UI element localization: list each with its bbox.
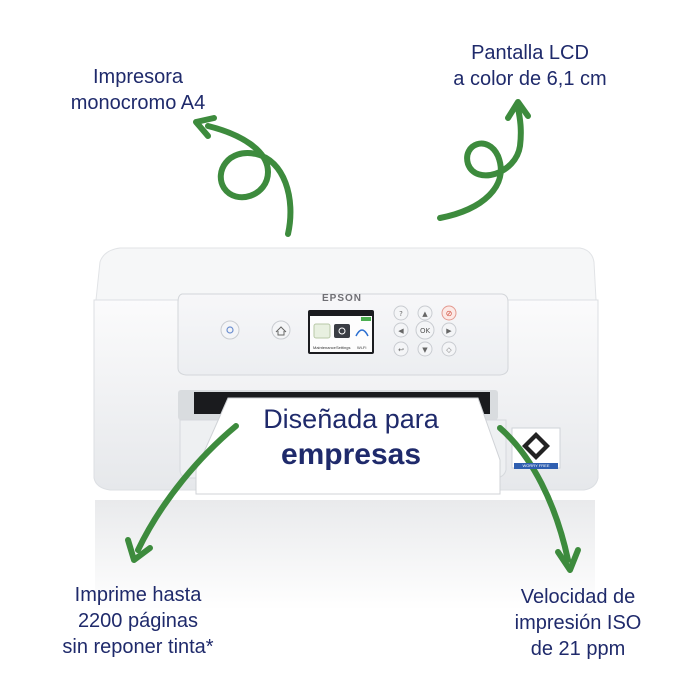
caption-line: 2200 páginas [77,610,199,632]
floor-reflection [95,500,595,610]
power-button[interactable] [220,320,240,340]
navigation-buttons [393,305,457,357]
home-button[interactable] [271,320,291,340]
paper-headline-line1: Diseñada para [263,404,439,434]
help-icon: ? [399,310,403,318]
settings-icon [334,324,350,338]
maintenance-icon [313,323,331,339]
arrow-to-lcd [437,105,524,221]
paper-sheet [195,397,501,495]
caption-line: Pantalla LCD [471,42,589,64]
lcd-label-maintenance: Maintenance [313,345,336,350]
arrow-head-top-right [505,99,531,121]
caption-page-yield: Imprime hasta 2200 páginas sin reponer t… [18,582,258,660]
paper-headline: Diseñada para empresas [196,402,506,474]
arrow-head-top-left [193,115,217,139]
caption-lcd: Pantalla LCD a color de 6,1 cm [420,40,640,92]
brand-logo-text: EPSON [321,293,362,304]
up-arrow-icon: ▲ [422,310,428,318]
stop-icon: ⊘ [446,309,453,318]
ok-icon: OK [420,327,431,335]
start-icon: ◇ [446,346,452,354]
lcd-label-wifi: Wi-Fi [357,345,367,350]
wifi-icon [355,329,369,337]
caption-line: Imprime hasta [74,584,202,606]
caption-line: monocromo A4 [70,92,206,114]
caption-line: de 21 ppm [530,638,626,660]
back-icon: ↩ [398,346,404,354]
badge-label: WORRY FREE [514,463,558,469]
caption-line: impresión ISO [514,612,642,634]
status-indicator-icon [361,317,371,321]
paper-headline-line2: empresas [280,438,422,471]
left-arrow-icon: ◀ [398,327,404,335]
down-arrow-icon: ▼ [422,346,428,354]
caption-print-speed: Velocidad de impresión ISO de 21 ppm [488,584,668,662]
arrow-to-monochrome [205,123,294,237]
caption-line: Velocidad de [520,586,636,608]
caption-line: sin reponer tinta* [62,636,214,658]
home-icon [275,326,287,336]
right-arrow-icon: ▶ [446,327,452,335]
lcd-label-settings: Settings [336,345,351,350]
arrow-to-speed [497,425,571,563]
arrow-head-bottom-right [555,547,581,573]
caption-line: Impresora [92,66,184,88]
arrow-to-page-yield [135,423,239,553]
caption-line: a color de 6,1 cm [453,68,607,90]
arrow-head-bottom-left [125,537,153,563]
power-icon [226,326,234,334]
caption-monochrome: Impresora monocromo A4 [28,64,248,116]
